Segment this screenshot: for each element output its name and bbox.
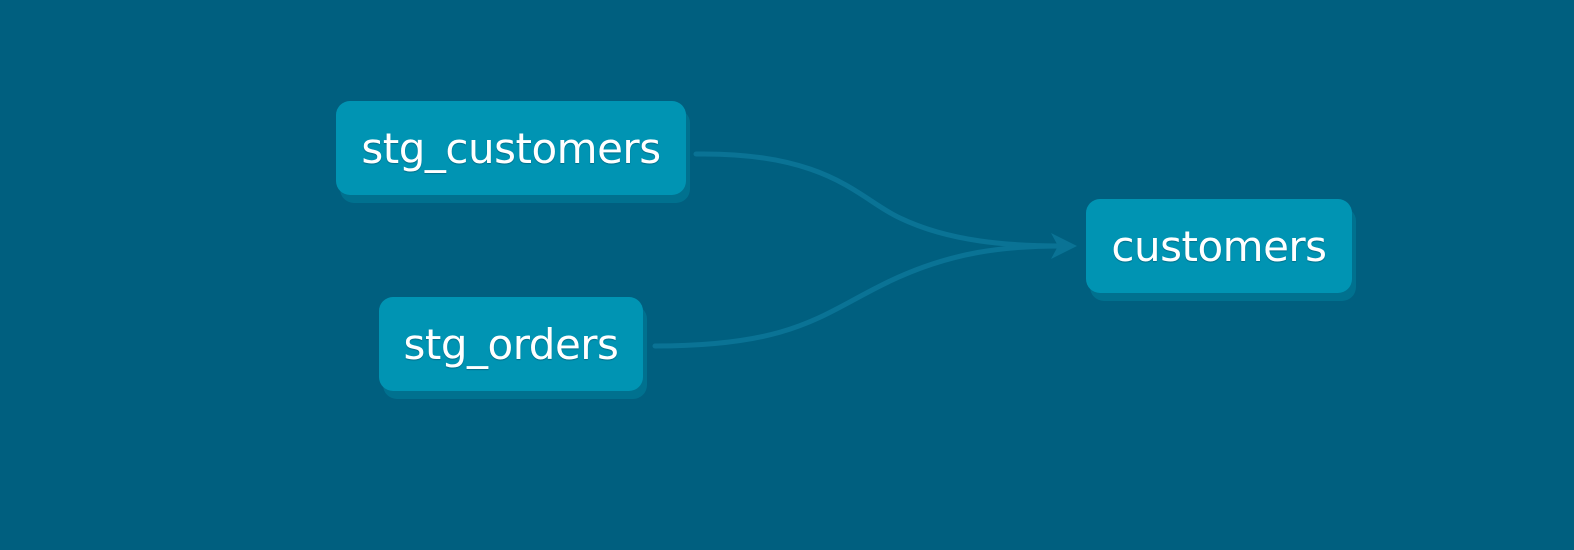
node-stg-orders[interactable]: stg_orders [379,297,643,391]
node-customers[interactable]: customers [1086,199,1352,293]
node-label: stg_orders [403,319,619,369]
edge-stg-customers-to-customers [693,151,1065,249]
arrowhead-icon [1051,233,1077,259]
node-stg-customers[interactable]: stg_customers [336,101,686,195]
node-label: customers [1111,221,1327,271]
node-label: stg_customers [361,123,661,173]
edge-stg-orders-to-customers [652,243,1065,349]
